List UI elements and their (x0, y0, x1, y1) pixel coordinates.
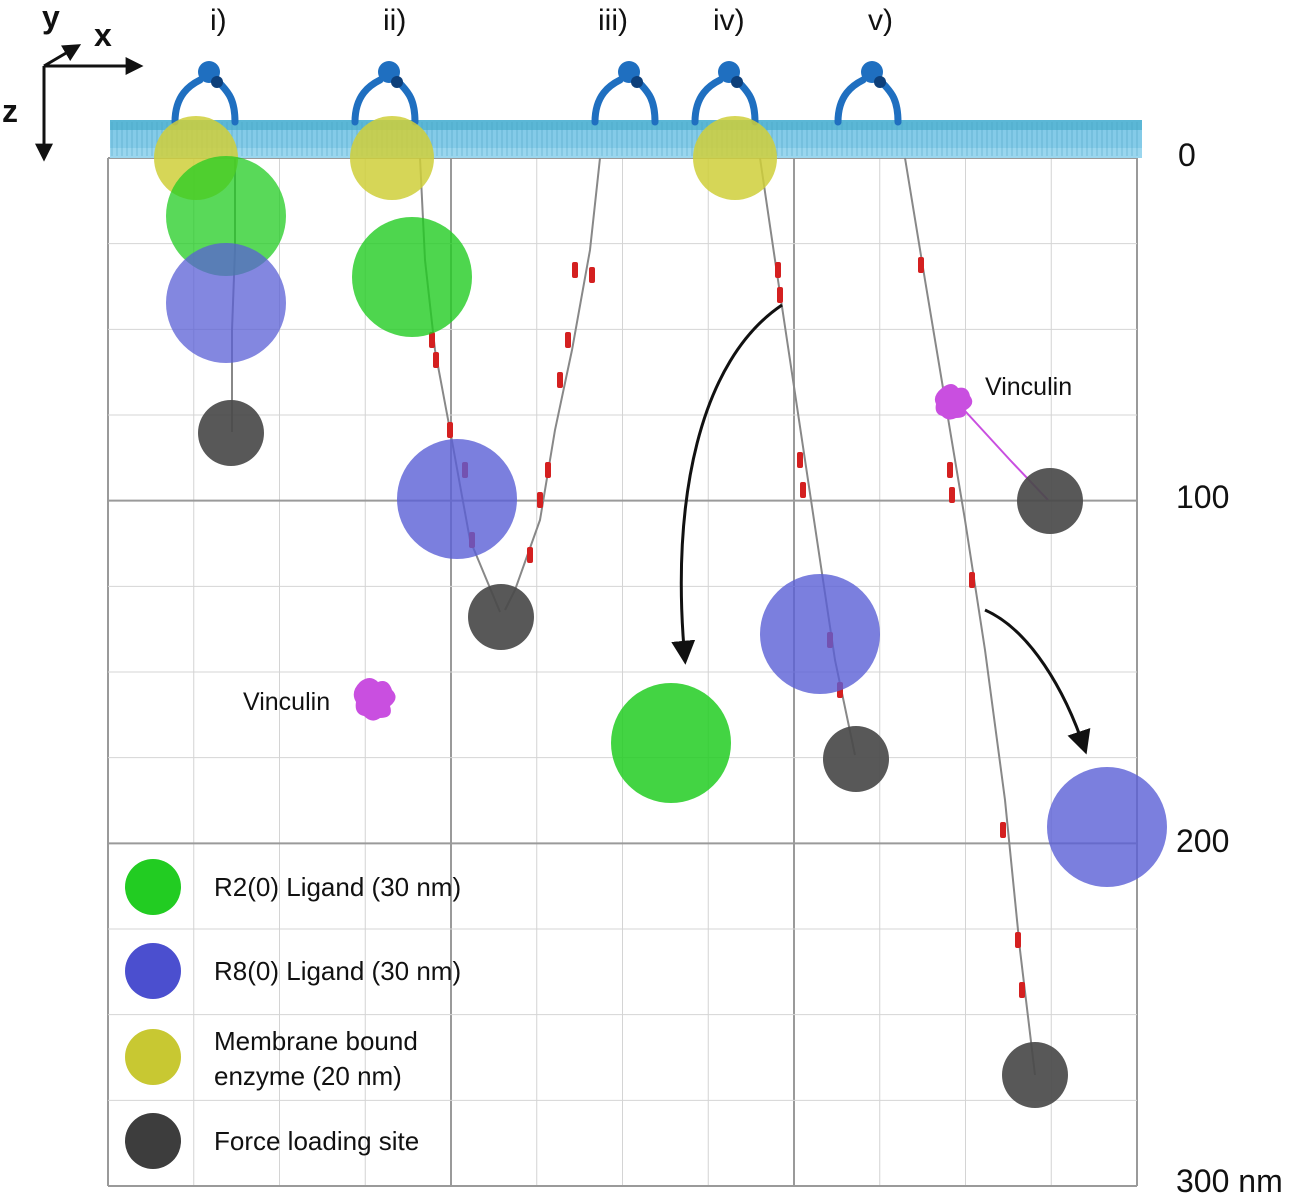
panel-label-iii: iii) (598, 4, 628, 37)
vinculin-label-right: Vinculin (985, 373, 1072, 401)
integrin-5 (834, 61, 902, 126)
talin-chains (231, 157, 1049, 1076)
talin-domain (1015, 932, 1021, 948)
talin-domain (565, 332, 571, 348)
legend-label-enzyme-line2: enzyme (20 nm) (214, 1061, 402, 1091)
legend-label-r2: R2(0) Ligand (30 nm) (214, 872, 461, 902)
legend-label-force: Force loading site (214, 1126, 419, 1156)
panel-label-ii: ii) (383, 4, 406, 37)
talin-chain-iii (504, 157, 601, 611)
motion-arrows (671, 303, 1091, 755)
vinculin-blobs (353, 384, 973, 721)
vinculin-label-left: Vinculin (243, 688, 330, 716)
talin-domain (429, 332, 435, 348)
panel-label-i: i) (210, 4, 227, 37)
vinculin-blob-right (934, 384, 973, 420)
talin-domain (433, 352, 439, 368)
talin-domain (557, 372, 563, 388)
r8-ligand-sphere-i (166, 243, 286, 363)
legend-swatch-r8 (125, 943, 181, 999)
axis-x-label: x (94, 17, 112, 53)
scale-label-200: 200 (1176, 823, 1229, 859)
force-site-v (1002, 1042, 1068, 1108)
arrow-v-down (984, 608, 1091, 755)
integrin-leg (691, 76, 724, 126)
integrin-head-dark (731, 76, 743, 88)
talin-domain (775, 262, 781, 278)
talin-domain (537, 492, 543, 508)
integrin-leg (834, 76, 867, 126)
integrin-head-dark (631, 76, 643, 88)
legend-swatch-force (125, 1113, 181, 1169)
legend-swatch-r2 (125, 859, 181, 915)
integrin-leg (351, 76, 384, 126)
r8-ligand-sphere-iv (760, 574, 880, 694)
legend-label-enzyme-line1: Membrane bound (214, 1026, 418, 1056)
talin-domain (918, 257, 924, 273)
talin-domain (949, 487, 955, 503)
talin-domain (947, 462, 953, 478)
force-site-v-vinculin (1017, 468, 1083, 534)
r2-ligand-sphere-iii (611, 683, 731, 803)
r8-ligand-sphere-v (1047, 767, 1167, 887)
scale-label-100: 100 (1176, 479, 1229, 515)
integrin-head-dark (874, 76, 886, 88)
integrin-1 (171, 61, 239, 126)
integrin-head-dark (211, 76, 223, 88)
force-site-i (198, 400, 264, 466)
integrin-leg (171, 76, 204, 126)
integrin-head-dark (391, 76, 403, 88)
integrin-leg (591, 76, 624, 126)
legend-swatch-enzyme (125, 1029, 181, 1085)
panel-label-iv: iv) (713, 4, 745, 37)
force-site-iv (823, 726, 889, 792)
talin-domain (797, 452, 803, 468)
talin-domain (572, 262, 578, 278)
talin-domain (447, 422, 453, 438)
panel-label-v: v) (868, 4, 893, 37)
integrin-4 (691, 61, 759, 126)
r2-ligand-sphere-ii (352, 217, 472, 337)
r8-ligand-sphere-ii (397, 439, 517, 559)
talin-domain (800, 482, 806, 498)
enzyme-sphere-iv (693, 116, 777, 200)
force-site-ii-iii (468, 584, 534, 650)
talin-domain (1019, 982, 1025, 998)
coordinate-axes (35, 44, 144, 162)
cell-membrane (110, 120, 1142, 158)
r2-ligand-sphere-i (166, 156, 286, 276)
talin-domain (527, 547, 533, 563)
talin-domain (777, 287, 783, 303)
axis-z-label: z (2, 93, 18, 129)
legend: R2(0) Ligand (30 nm) R8(0) Ligand (30 nm… (125, 859, 461, 1169)
arrow-iii-to-iv (671, 303, 783, 665)
spheres (154, 116, 1167, 1108)
integrin-2 (351, 61, 419, 126)
talin-domain (1000, 822, 1006, 838)
integrin-structures (171, 61, 902, 126)
axis-y-label: y (42, 0, 60, 35)
talin-domain (545, 462, 551, 478)
talin-domain (589, 267, 595, 283)
enzyme-sphere-ii (350, 116, 434, 200)
integrin-3 (591, 61, 659, 126)
scale-label-0: 0 (1178, 137, 1196, 173)
scale-label-300: 300 nm (1176, 1163, 1283, 1198)
talin-domain (969, 572, 975, 588)
vinculin-blob-left (353, 678, 396, 721)
legend-label-r8: R8(0) Ligand (30 nm) (214, 956, 461, 986)
